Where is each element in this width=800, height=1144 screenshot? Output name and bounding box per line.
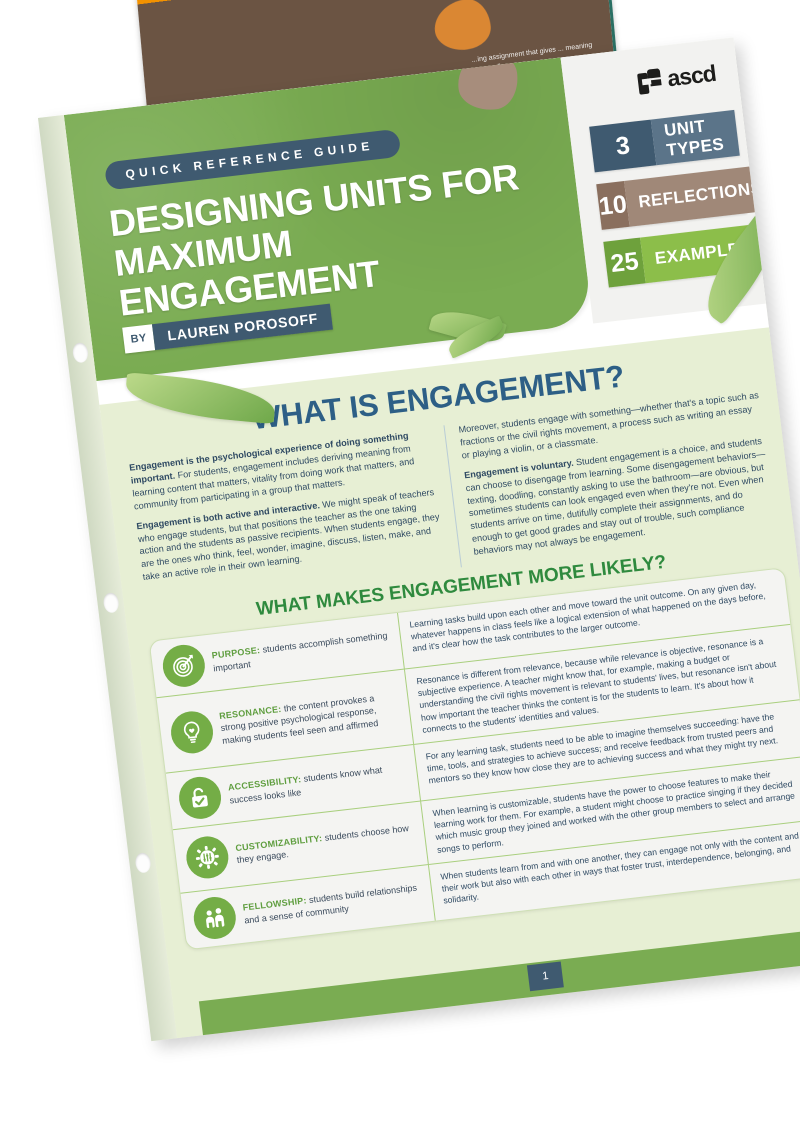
table-row-label: CUSTOMIZABILITY: students choose how the…	[235, 821, 418, 867]
table-row-label: RESONANCE: the content provokes a strong…	[218, 689, 402, 747]
stat-number: 3	[589, 119, 657, 173]
stat-label: UNIT TYPES	[650, 109, 740, 166]
ascd-logo: ascd	[636, 60, 717, 96]
content-body: WHAT IS ENGAGEMENT? Engagement is the ps…	[99, 327, 800, 1039]
table-row-label: FELLOWSHIP: students build relationships…	[242, 881, 425, 927]
table-row-label-cell: FELLOWSHIP: students build relationships…	[180, 864, 436, 950]
decorative-blob	[432, 0, 493, 54]
engagement-factors-table: PURPOSE: students accomplish something i…	[148, 567, 800, 951]
factor-label: the content provokes a strong positive p…	[220, 692, 379, 746]
factor-key: PURPOSE:	[211, 645, 261, 661]
stat-row-reflections: 10 REFLECTIONS	[596, 165, 765, 230]
table-row-label: ACCESSIBILITY: students know what succes…	[227, 761, 410, 807]
engagement-left-column: Engagement is the psychological experien…	[128, 425, 462, 604]
page-number: 1	[526, 961, 564, 992]
quick-reference-guide-card: QUICK REFERENCE GUIDE DESIGNING UNITS FO…	[38, 37, 800, 1042]
table-row: ACCESSIBILITY: students know what succes…	[165, 700, 800, 831]
target-icon	[160, 642, 208, 690]
table-row: CUSTOMIZABILITY: students choose how the…	[172, 756, 800, 894]
stat-row-unit-types: 3 UNIT TYPES	[589, 109, 740, 173]
page-footer: 1	[198, 926, 800, 1036]
lightbulb-heart-icon	[168, 708, 216, 756]
table-row: PURPOSE: students accomplish something i…	[149, 568, 791, 699]
stat-label: REFLECTIONS	[623, 165, 765, 227]
table-row-label-cell: ACCESSIBILITY: students know what succes…	[165, 744, 422, 830]
table-row-label-cell: CUSTOMIZABILITY: students choose how the…	[172, 801, 429, 893]
people-icon	[191, 894, 239, 942]
ascd-wordmark: ascd	[665, 59, 718, 92]
table-row-label-cell: RESONANCE: the content provokes a strong…	[156, 669, 415, 773]
gear-sliders-icon	[184, 834, 231, 882]
table-row: RESONANCE: the content provokes a strong…	[156, 624, 800, 774]
byline-by-label: BY	[122, 324, 156, 354]
engagement-right-column: Moreover, students engage with something…	[444, 389, 776, 567]
table-row: FELLOWSHIP: students build relationships…	[180, 820, 800, 950]
table-row-label-cell: PURPOSE: students accomplish something i…	[149, 612, 405, 698]
ascd-mark-icon	[636, 67, 663, 95]
unlock-check-icon	[176, 774, 224, 822]
stat-number: 25	[603, 237, 646, 288]
table-row-label: PURPOSE: students accomplish something i…	[211, 629, 394, 675]
